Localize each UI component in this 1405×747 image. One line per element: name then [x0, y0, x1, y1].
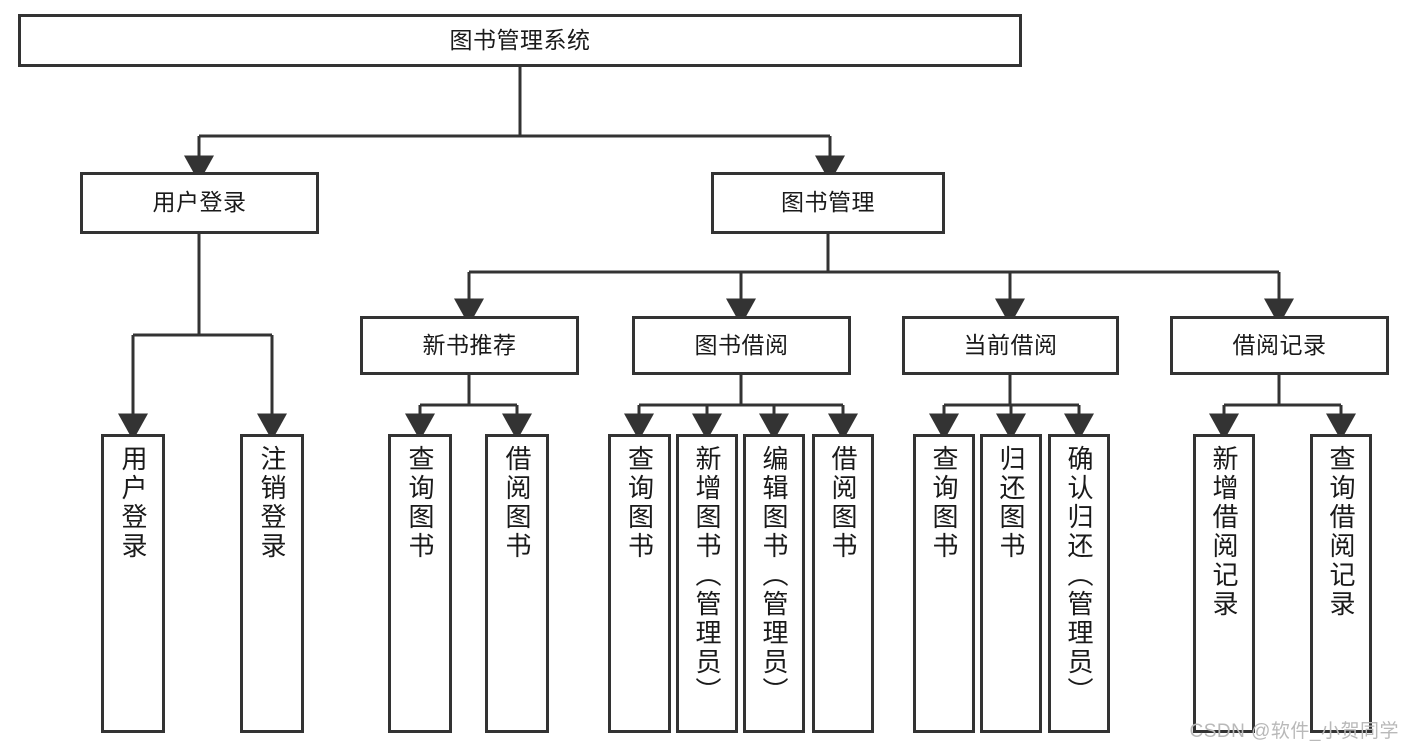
- node-root[interactable]: 图书管理系统: [18, 14, 1022, 67]
- node-book-manage[interactable]: 图书管理: [711, 172, 945, 234]
- node-leaf-edit-book-label: 编辑图书（管理员）: [759, 445, 789, 706]
- node-book-manage-label: 图书管理: [781, 189, 875, 216]
- node-leaf-query-record-label: 查询借阅记录: [1326, 445, 1356, 619]
- node-leaf-add-record[interactable]: 新增借阅记录: [1193, 434, 1255, 733]
- node-leaf-query-book-1-label: 查询图书: [405, 445, 435, 561]
- node-leaf-query-book-3[interactable]: 查询图书: [913, 434, 975, 733]
- watermark: CSDN @软件_小贺同学: [1189, 721, 1399, 742]
- node-leaf-query-record[interactable]: 查询借阅记录: [1310, 434, 1372, 733]
- node-user-login[interactable]: 用户登录: [80, 172, 319, 234]
- node-leaf-query-book-2-label: 查询图书: [624, 445, 655, 561]
- node-borrow-record-label: 借阅记录: [1232, 331, 1327, 358]
- node-leaf-user-logout[interactable]: 注销登录: [240, 434, 304, 733]
- node-root-label: 图书管理系统: [449, 26, 591, 53]
- node-current-borrow[interactable]: 当前借阅: [902, 316, 1119, 375]
- node-leaf-return-book[interactable]: 归还图书: [980, 434, 1042, 733]
- node-leaf-add-book[interactable]: 新增图书（管理员）: [676, 434, 738, 733]
- node-leaf-user-logout-label: 注销登录: [257, 445, 287, 561]
- node-leaf-borrow-book-2-label: 借阅图书: [828, 445, 858, 561]
- node-leaf-confirm-return[interactable]: 确认归还（管理员）: [1048, 434, 1110, 733]
- node-current-borrow-label: 当前借阅: [963, 331, 1058, 358]
- node-leaf-add-record-label: 新增借阅记录: [1209, 445, 1239, 619]
- node-leaf-add-book-label: 新增图书（管理员）: [692, 445, 722, 706]
- node-leaf-return-book-label: 归还图书: [996, 445, 1026, 561]
- node-leaf-edit-book[interactable]: 编辑图书（管理员）: [743, 434, 805, 733]
- node-user-login-label: 用户登录: [152, 189, 247, 216]
- node-book-borrow-label: 图书借阅: [694, 331, 789, 358]
- node-borrow-record[interactable]: 借阅记录: [1170, 316, 1389, 375]
- node-leaf-user-login-label: 用户登录: [118, 445, 148, 561]
- node-leaf-borrow-book-1[interactable]: 借阅图书: [485, 434, 549, 733]
- node-leaf-borrow-book-2[interactable]: 借阅图书: [812, 434, 874, 733]
- node-leaf-user-login[interactable]: 用户登录: [101, 434, 165, 733]
- node-leaf-query-book-1[interactable]: 查询图书: [388, 434, 452, 733]
- node-leaf-confirm-return-label: 确认归还（管理员）: [1064, 445, 1094, 706]
- node-leaf-borrow-book-1-label: 借阅图书: [502, 445, 532, 561]
- node-leaf-query-book-3-label: 查询图书: [929, 445, 959, 561]
- node-new-book-rec-label: 新书推荐: [422, 331, 517, 358]
- node-new-book-rec[interactable]: 新书推荐: [360, 316, 579, 375]
- node-leaf-query-book-2[interactable]: 查询图书: [608, 434, 671, 733]
- node-book-borrow[interactable]: 图书借阅: [632, 316, 851, 375]
